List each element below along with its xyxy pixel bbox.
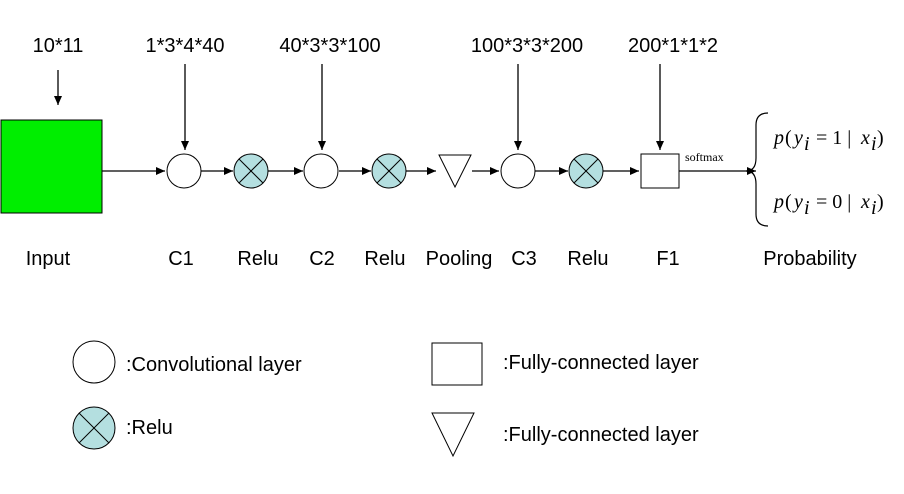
legend-fc-label: :Fully-connected layer	[503, 352, 699, 374]
legend-fc-icon	[431, 342, 483, 386]
dim-c3: 100*3*3*200	[471, 35, 583, 57]
svg-text:(: (	[785, 127, 792, 149]
dim-f1: 200*1*1*2	[628, 35, 718, 57]
prob0-x-sub: i	[871, 197, 877, 219]
svg-text:): )	[877, 127, 884, 149]
label-c3: C3	[511, 248, 537, 270]
dim-c1: 1*3*4*40	[146, 35, 225, 57]
legend-conv-icon	[72, 340, 116, 384]
legend-pool-icon	[431, 412, 475, 458]
legend-pool-label: :Fully-connected layer	[503, 424, 699, 446]
svg-text:): )	[877, 191, 884, 213]
label-pooling: Pooling	[426, 248, 493, 270]
prob0-y: y	[792, 191, 803, 213]
prob0-x: x	[860, 191, 870, 213]
softmax-label: softmax	[685, 150, 724, 164]
prob1-x-sub: i	[871, 133, 877, 155]
prob-y0-formula: p ( y i = 0 | x i )	[772, 191, 884, 219]
svg-text:(: (	[785, 191, 792, 213]
relu-node-2	[371, 153, 407, 189]
label-c2: C2	[309, 248, 335, 270]
label-f1: F1	[656, 248, 679, 270]
label-relu1: Relu	[237, 248, 278, 270]
input-block	[0, 119, 103, 214]
label-relu3: Relu	[567, 248, 608, 270]
pooling-node	[438, 154, 472, 189]
output-brace	[745, 112, 769, 227]
prob0-p: p	[772, 191, 784, 213]
legend-relu-label: :Relu	[126, 417, 173, 439]
legend-relu-icon	[72, 406, 116, 450]
fc-node-f1	[640, 153, 680, 189]
prob0-y-sub: i	[804, 197, 810, 219]
dim-input: 10*11	[33, 35, 84, 57]
relu-node-3	[568, 153, 604, 189]
label-probability: Probability	[763, 248, 856, 270]
dim-c2: 40*3*3*100	[279, 35, 380, 57]
prob-y1-formula: p ( y i = 1 | x i )	[772, 127, 884, 155]
conv-node-c3	[500, 153, 536, 189]
prob1-p: p	[772, 127, 784, 149]
label-relu2: Relu	[364, 248, 405, 270]
prob1-y-sub: i	[804, 133, 810, 155]
conv-node-c2	[303, 153, 339, 189]
conv-node-c1	[166, 153, 202, 189]
prob1-y: y	[792, 127, 803, 149]
legend: :Convolutional layer :Relu :Fully-connec…	[72, 340, 699, 458]
legend-conv-label: :Convolutional layer	[126, 354, 302, 376]
label-input: Input	[26, 248, 71, 270]
prob0-eq: = 0 |	[816, 191, 851, 213]
label-c1: C1	[168, 248, 194, 270]
relu-node-1	[233, 153, 269, 189]
prob1-eq: = 1 |	[816, 127, 851, 149]
prob1-x: x	[860, 127, 870, 149]
